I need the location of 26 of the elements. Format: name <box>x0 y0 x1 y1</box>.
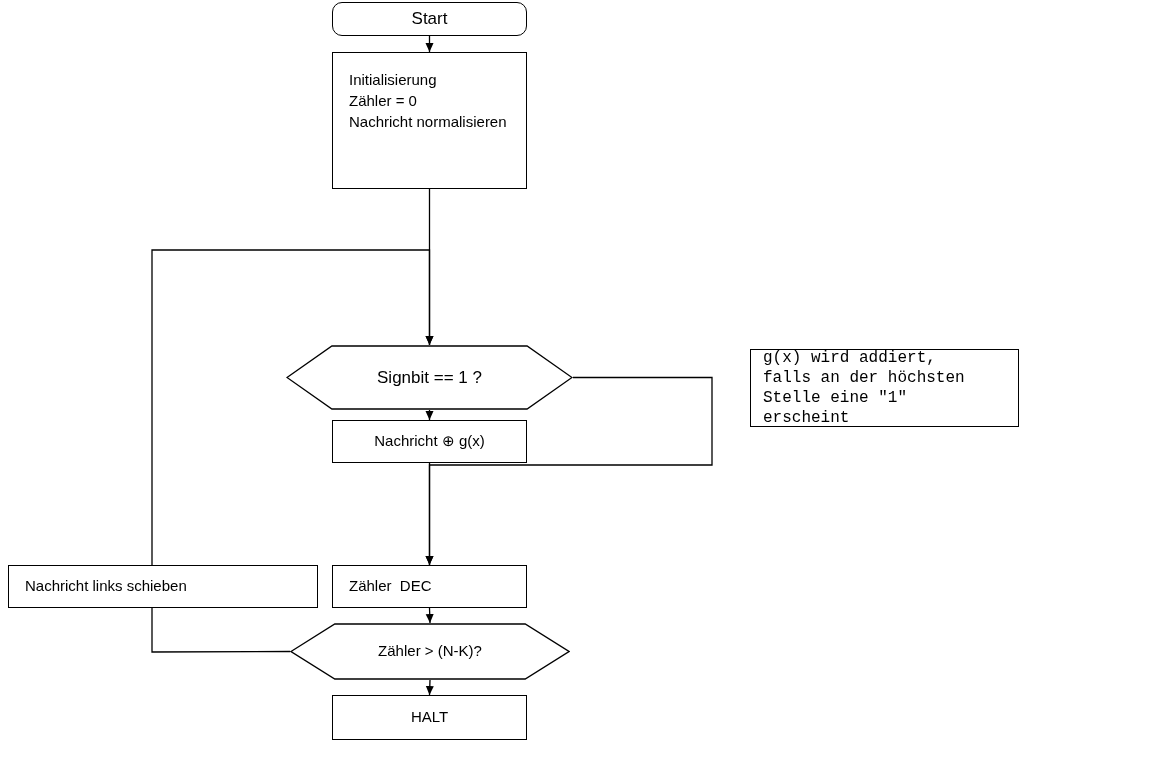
node-text: Signbit == 1 ? <box>377 366 482 389</box>
process-box <box>8 565 318 608</box>
node-text: Nachricht ⊕ g(x) <box>374 431 485 452</box>
node-text: Zähler DEC <box>349 576 433 597</box>
decision-hexagon <box>290 623 570 680</box>
node-text: g(x) wird addiert, falls an der höchsten Stelle eine "1" erscheint <box>763 348 966 428</box>
process-box <box>332 565 527 608</box>
node-text: Initialisierung <box>349 70 438 90</box>
decision-hexagon <box>286 345 573 410</box>
arrow <box>425 376 713 566</box>
node-text: Start <box>411 8 448 31</box>
process-box <box>332 52 527 189</box>
start-terminal <box>332 2 527 36</box>
arrow <box>425 35 434 53</box>
arrow <box>151 249 434 566</box>
process-box <box>332 695 527 740</box>
arrow <box>425 409 434 421</box>
node-text: Zähler = 0 <box>349 91 418 111</box>
node-text: HALT <box>410 707 449 728</box>
process-box <box>332 420 527 463</box>
arrow <box>425 679 434 696</box>
note-box <box>750 349 1019 427</box>
node-text: Zähler > (N-K)? <box>378 641 482 662</box>
node-text: Nachricht normalisieren <box>349 112 508 132</box>
arrow <box>425 607 434 624</box>
node-text: Nachricht links schieben <box>25 576 188 597</box>
